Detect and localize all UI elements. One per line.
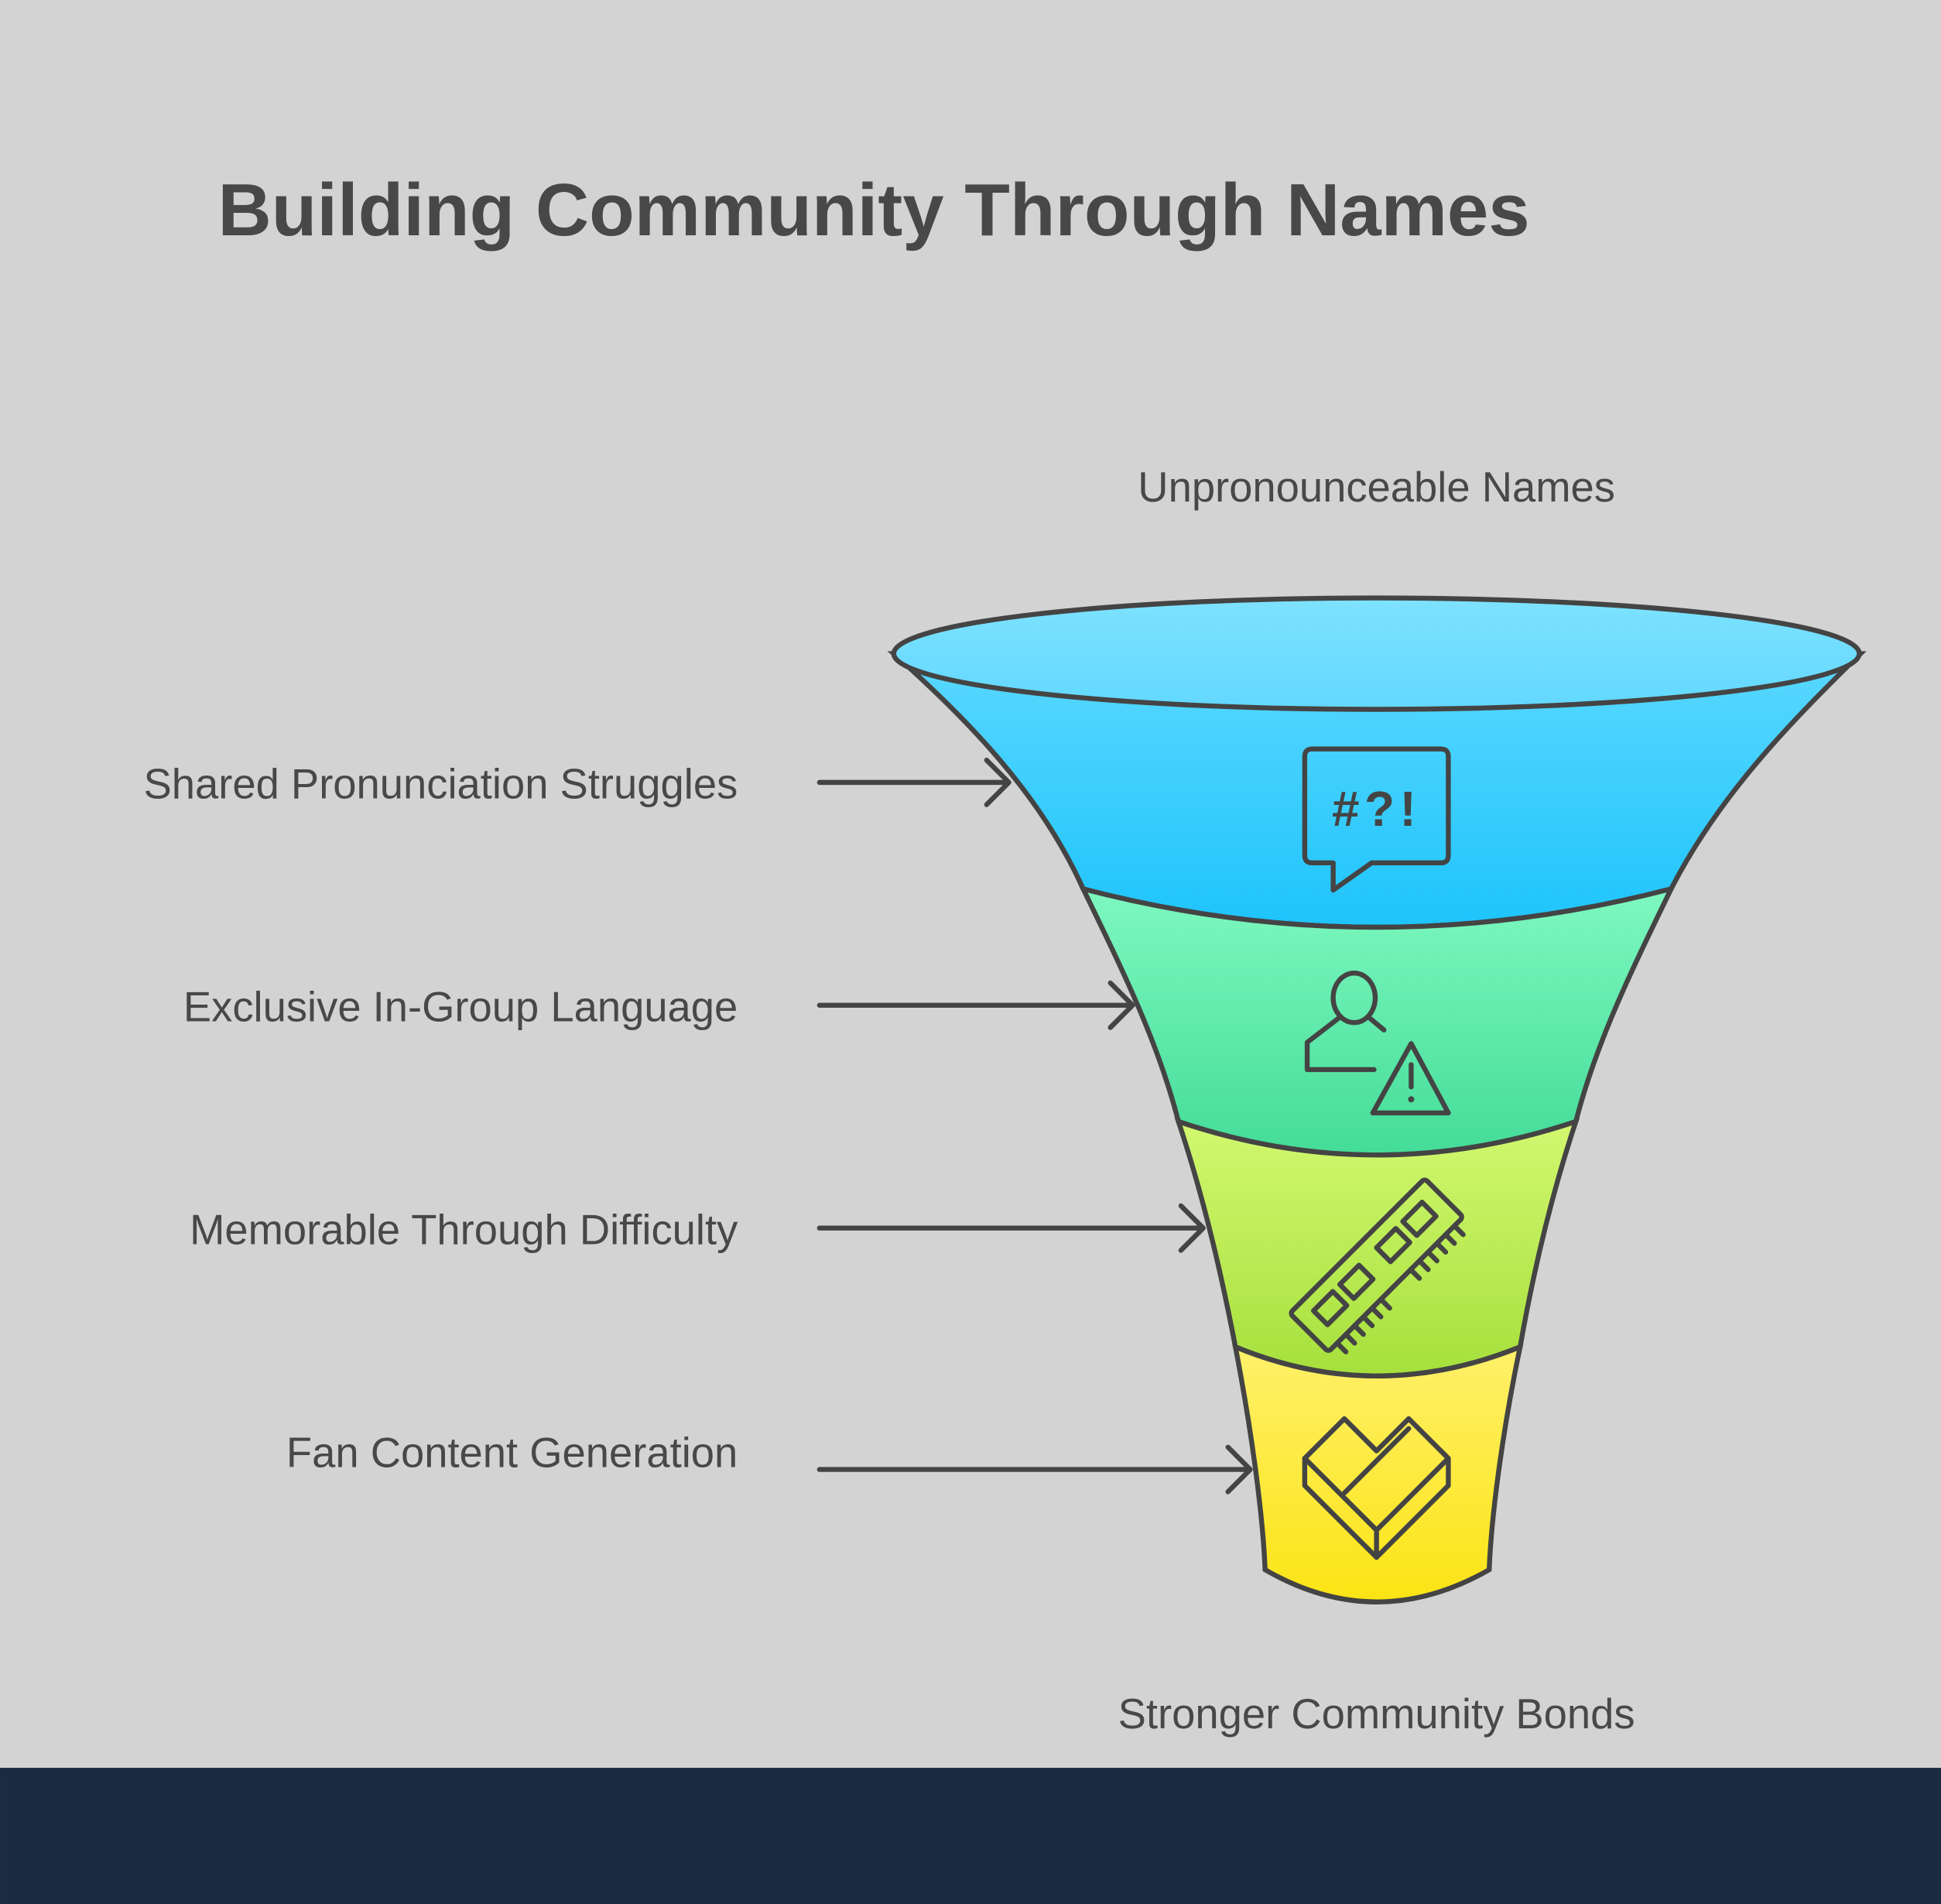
funnel-top-label: Unpronounceable Names	[1138, 464, 1615, 511]
arrow-icon	[816, 757, 1012, 807]
user-warning-icon	[1304, 970, 1451, 1116]
page-title: Building Community Through Names	[218, 169, 1530, 252]
footer-bar	[0, 1768, 1941, 1904]
stage-label: Exclusive In-Group Language	[183, 984, 738, 1031]
memory-chip-icon	[1289, 1177, 1466, 1354]
arrow-icon	[816, 980, 1135, 1030]
arrow-icon	[816, 1203, 1206, 1253]
stage-label: Memorable Through Difficulty	[190, 1206, 738, 1253]
heart-outline-icon	[1302, 1416, 1451, 1560]
speech-bubble-symbols-icon: #?!	[1302, 746, 1451, 893]
svg-text:#?!: #?!	[1332, 781, 1421, 837]
funnel-stage-4	[1232, 1343, 1524, 1604]
stage-1-annotation: Shared Pronunciation Struggles	[144, 757, 1012, 808]
stage-4-annotation: Fan Content Generation	[286, 1429, 1253, 1495]
stage-label: Shared Pronunciation Struggles	[144, 761, 738, 808]
stage-label: Fan Content Generation	[286, 1429, 738, 1476]
stage-3-annotation: Memorable Through Difficulty	[190, 1203, 1206, 1253]
funnel-bottom-label: Stronger Community Bonds	[1118, 1690, 1635, 1738]
funnel-opening	[891, 595, 1862, 712]
arrow-icon	[816, 1444, 1253, 1495]
stage-2-annotation: Exclusive In-Group Language	[183, 980, 1135, 1031]
